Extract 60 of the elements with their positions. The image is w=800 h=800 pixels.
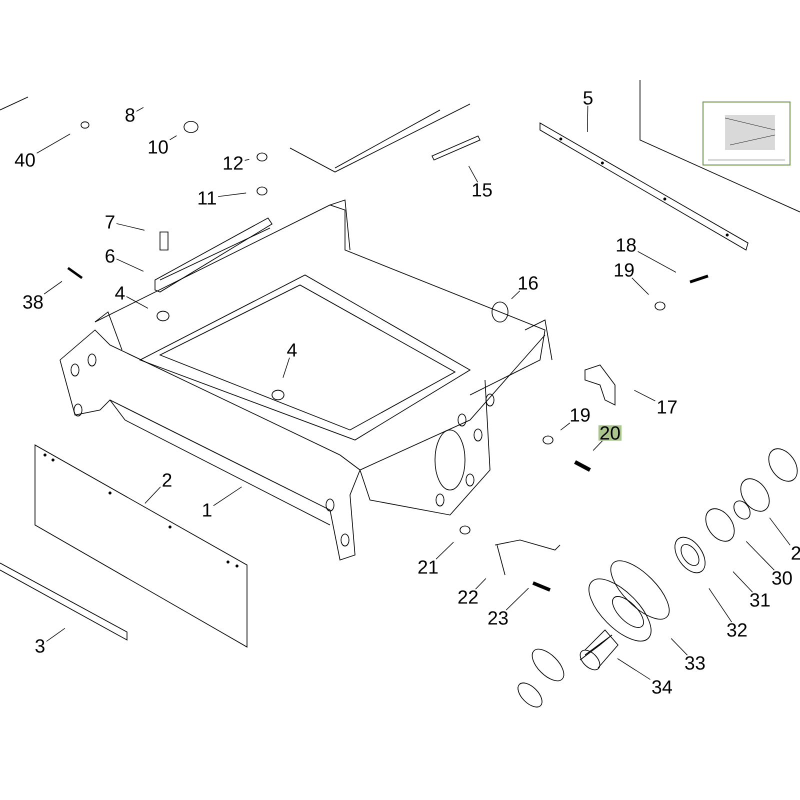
leader-line <box>592 440 603 451</box>
callout-number: 31 <box>750 593 770 607</box>
callout-number: 18 <box>616 238 636 252</box>
leader-line <box>436 542 454 560</box>
leader-line <box>282 357 290 378</box>
leader-line <box>670 638 688 656</box>
leader-line <box>44 280 62 294</box>
callout-number: 15 <box>472 183 492 197</box>
leader-line <box>213 486 242 506</box>
leader-line <box>244 159 250 161</box>
callout-number: 6 <box>106 249 114 263</box>
callout-number: 12 <box>224 156 243 170</box>
callout-number: 7 <box>106 215 114 229</box>
leader-line <box>475 578 486 590</box>
leader-line <box>46 628 66 642</box>
callout-number: 32 <box>727 623 747 637</box>
leader-line <box>560 422 570 430</box>
callout-number: 5 <box>583 91 592 105</box>
leader-line <box>746 541 775 570</box>
leader-line <box>36 134 70 154</box>
leader-line <box>116 258 144 272</box>
leader-line <box>632 278 650 296</box>
leader-line <box>218 192 246 197</box>
callout-number: 2 <box>162 473 172 487</box>
leader-line <box>708 588 732 622</box>
callout-number: 4 <box>115 286 125 300</box>
leader-line <box>116 223 145 231</box>
callout-number: 8 <box>126 108 134 122</box>
leader-line <box>732 571 753 592</box>
callout-number: 30 <box>772 571 792 585</box>
leader-line <box>506 588 529 610</box>
leader-line <box>637 251 676 273</box>
leader-line <box>169 135 177 140</box>
callout-number: 21 <box>418 560 438 574</box>
callout-number: 11 <box>198 191 216 205</box>
leader-line <box>144 486 161 504</box>
leader-line <box>586 105 588 132</box>
leader-line <box>136 107 144 112</box>
callout-number: 2 <box>792 546 800 560</box>
leader-line <box>511 290 520 300</box>
callout-number: 23 <box>488 611 508 625</box>
callout-number: 1 <box>203 503 212 517</box>
callout-number: 33 <box>685 656 705 670</box>
leader-line <box>468 166 478 182</box>
callout-number: 3 <box>35 639 44 653</box>
callout-number: 16 <box>518 276 538 290</box>
callout-number: 10 <box>148 140 168 154</box>
callout-number: 38 <box>23 295 43 309</box>
callout-number: 22 <box>458 590 478 604</box>
callout-number: 19 <box>614 263 634 277</box>
leader-line <box>769 517 790 546</box>
leader-line <box>126 296 148 309</box>
callout-number: 17 <box>658 400 677 414</box>
leader-line <box>617 658 651 680</box>
leader-line <box>634 390 656 402</box>
callout-number: 34 <box>652 680 672 694</box>
callout-number: 20 <box>598 425 622 441</box>
callout-number: 19 <box>570 408 590 422</box>
callout-number: 40 <box>14 153 35 167</box>
callout-number: 4 <box>287 343 297 357</box>
